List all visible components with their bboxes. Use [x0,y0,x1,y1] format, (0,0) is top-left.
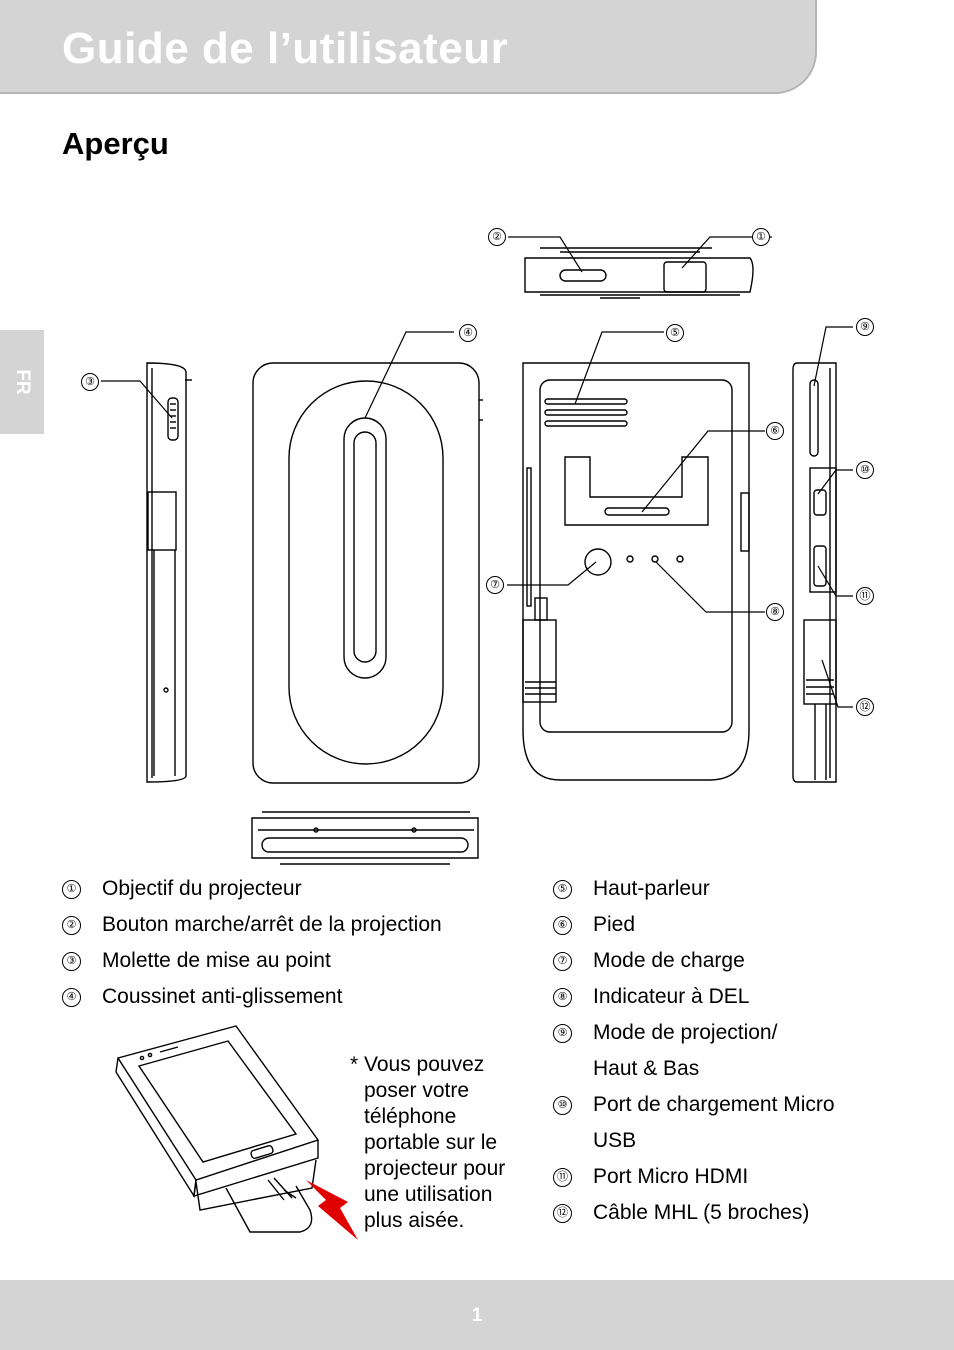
legend-label: Câble MHL (5 broches) [593,1201,810,1224]
device-top-view [524,247,754,299]
legend-label: Objectif du projecteur [102,877,302,900]
legend-number: ③ [62,952,81,971]
legend-item: ⑨ Mode de projection/ [553,1015,873,1051]
callout-7: ⑦ [486,576,504,594]
callout-1: ① [752,228,770,246]
callout-10: ⑩ [856,461,874,479]
legend-item: ⑦ Mode de charge [553,943,873,979]
legend-item: ⑧ Indicateur à DEL [553,979,873,1015]
footer-bar [0,1280,954,1350]
legend-item: ⑫ Câble MHL (5 broches) [553,1195,873,1231]
language-tab [0,330,44,434]
callout-6: ⑥ [766,422,784,440]
legend-label: Mode de charge [593,949,745,972]
legend-left: ① Objectif du projecteur ② Bouton marche/a… [62,871,512,1015]
legend-label-continued: Haut & Bas [593,1057,700,1080]
device-front-view [522,362,750,781]
device-right-side-view [792,362,837,783]
note-text: Vous pouvez poser votre téléphone portab… [364,1053,506,1232]
legend-item: ⑤ Haut-parleur [553,871,873,907]
callout-5: ⑤ [666,324,684,342]
legend-item: ① Objectif du projecteur [62,871,512,907]
section-title: Aperçu [62,126,169,161]
page-title: Guide de l’utilisateur [62,24,509,73]
legend-label-continued: USB [593,1129,637,1152]
arrow-indicator [306,1180,358,1240]
legend-item: ⑩ Port de chargement Micro [553,1087,873,1123]
legend-number: ⑨ [553,1024,572,1043]
callout-2: ② [488,228,506,246]
legend-number: ⑦ [553,952,572,971]
legend-item: ⑪ Port Micro HDMI [553,1159,873,1195]
legend-label: Coussinet anti-glissement [102,985,343,1008]
callout-3: ③ [81,373,99,391]
page-number: 1 [471,1305,483,1326]
legend-label: Pied [593,913,636,936]
callout-leaders [101,236,853,708]
legend-number: ④ [62,988,81,1007]
legend-number: ⑫ [553,1204,572,1223]
legend-label: Bouton marche/arrêt de la projection [102,913,442,936]
header-banner [0,0,817,94]
legend-right: ⑤ Haut-parleur ⑥ Pied ⑦ Mode de charge ⑧ Ind… [553,871,873,1231]
legend-item: ④ Coussinet anti-glissement [62,979,512,1015]
legend-label: Port Micro HDMI [593,1165,749,1188]
legend-label: Haut-parleur [593,877,710,900]
legend-number: ① [62,880,81,899]
callout-12: ⑫ [856,698,874,716]
callout-8: ⑧ [766,603,784,621]
legend-label: Indicateur à DEL [593,985,750,1008]
legend-label: Port de chargement Micro [593,1093,835,1116]
legend-label: Molette de mise au point [102,949,331,972]
note-marker: * [350,1053,359,1076]
legend-label: Mode de projection/ [593,1021,778,1044]
device-bottom-view [251,811,479,865]
legend-number: ② [62,916,81,935]
phone-illustration [115,1025,320,1233]
device-left-side-view [146,362,192,783]
callout-4: ④ [459,324,477,342]
legend-item: ③ Molette de mise au point [62,943,512,979]
callout-9: ⑨ [856,318,874,336]
legend-number: ⑤ [553,880,572,899]
legend-number: ⑧ [553,988,572,1007]
legend-item: ⑥ Pied [553,907,873,943]
callout-11: ⑪ [856,587,874,605]
legend-number: ⑥ [553,916,572,935]
legend-number: ⑩ [553,1096,572,1115]
device-back-view [252,362,483,784]
legend-item: ② Bouton marche/arrêt de la projection [62,907,512,943]
legend-number: ⑪ [553,1168,572,1187]
